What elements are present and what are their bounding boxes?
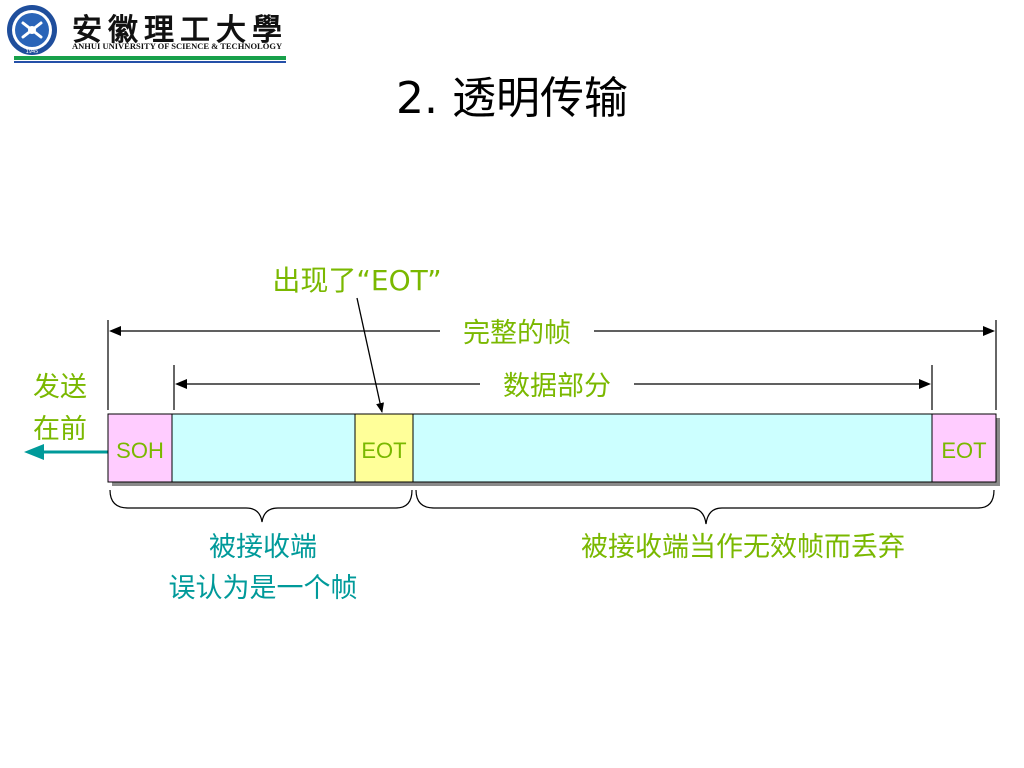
- right-brace-label: 被接收端当作无效帧而丢弃: [581, 532, 905, 563]
- left-brace: [109, 489, 413, 523]
- data-part-arrow-right-icon: [919, 379, 931, 389]
- university-seal-icon: 1945: [7, 5, 57, 55]
- logo-name-chinese: 安徽理工大學: [72, 13, 288, 48]
- send-first-line2: 在前: [33, 414, 87, 445]
- eot-middle-label: EOT: [361, 438, 406, 463]
- header-rule-green: [14, 56, 286, 60]
- send-first-line1: 发送: [33, 372, 87, 403]
- logo-name-english: ANHUI UNIVERSITY OF SCIENCE & TECHNOLOGY: [72, 41, 283, 51]
- eot-end-label: EOT: [941, 438, 986, 463]
- soh-block: [107, 413, 173, 483]
- seal-year: 1945: [26, 49, 39, 55]
- data-part-label: 数据部分: [503, 371, 611, 402]
- slide-title: 2. 透明传输: [396, 73, 628, 124]
- eot-end-block: [931, 413, 997, 483]
- data-part-arrow-left-icon: [175, 379, 187, 389]
- left-brace-label-line2: 误认为是一个帧: [169, 573, 358, 604]
- full-frame-arrow-left-icon: [109, 326, 121, 336]
- data-block-right: [412, 413, 933, 483]
- arrow-left-icon: [24, 444, 44, 460]
- full-frame-label: 完整的帧: [463, 318, 571, 349]
- soh-label: SOH: [116, 438, 164, 463]
- eot-appears-label: 出现了“EOT”: [272, 264, 441, 297]
- left-brace-label-line1: 被接收端: [209, 532, 317, 563]
- full-frame-arrow-right-icon: [983, 326, 995, 336]
- header-rule-blue: [14, 61, 286, 63]
- data-block-left: [171, 413, 356, 483]
- header: 1945 安徽理工大學 ANHUI UNIVERSITY OF SCIENCE …: [0, 0, 1024, 70]
- right-brace: [415, 489, 995, 525]
- eot-middle-block: [354, 413, 414, 483]
- eot-pointer-arrow: [356, 297, 384, 413]
